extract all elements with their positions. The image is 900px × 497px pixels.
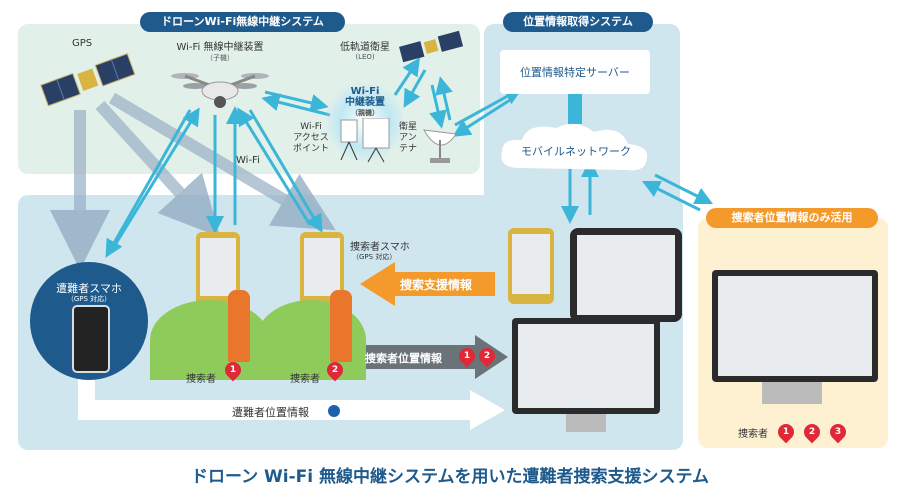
center-tablet-screen xyxy=(577,235,675,315)
relay-parent-label: Wi-Fi 中継装置 （親機） xyxy=(335,86,395,119)
access-point-device-icon xyxy=(340,118,390,163)
hill-left xyxy=(150,300,270,380)
searcher-phone-2-screen xyxy=(304,238,340,296)
searcher-only-title: 捜索者位置情報のみ活用 xyxy=(706,208,878,228)
diagram-caption: ドローン Wi-Fi 無線中継システムを用いた遭難者捜索支援システム xyxy=(190,467,710,487)
center-phone-screen xyxy=(512,234,550,294)
searcher-phone-sub: （GPS 対応） xyxy=(352,253,397,261)
searcher-only-legend-label: 捜索者 xyxy=(738,428,768,440)
searcher-phone-title: 捜索者スマホ xyxy=(350,242,410,253)
searcher-label-2: 捜索者 xyxy=(290,374,320,385)
searcher-pin-2: 2 xyxy=(323,358,347,382)
location-system-title: 位置情報取得システム xyxy=(503,12,653,32)
leo-sub: (LEO) xyxy=(355,53,375,61)
drone-system-title: ドローンWi-Fi無線中継システム xyxy=(140,12,345,32)
legend-pin-2: 2 xyxy=(800,420,824,444)
gps-label: GPS xyxy=(72,38,93,49)
access-point-line3: ポイント xyxy=(292,144,329,154)
location-server-label: 位置情報特定サーバー xyxy=(520,66,630,79)
searcher-figure-1 xyxy=(228,290,250,362)
access-point-label: Wi-Fi アクセス ポイント xyxy=(286,122,336,155)
wifi-label: Wi-Fi xyxy=(236,155,260,166)
searcher-figure-2 xyxy=(330,290,352,362)
leo-label: 低軌道衛星 (LEO) xyxy=(330,38,400,61)
relay-parent-sub: （親機） xyxy=(351,109,379,117)
center-phone xyxy=(508,228,554,304)
mobile-network-label: モバイルネットワーク xyxy=(521,145,631,158)
drone-icon xyxy=(171,73,269,108)
victim-phone-device xyxy=(72,305,110,373)
leo-satellite-icon xyxy=(399,30,464,63)
location-server-box: 位置情報特定サーバー xyxy=(500,50,650,94)
sat-antenna-line3: テナ xyxy=(398,144,417,154)
victim-phone-title: 遭難者スマホ xyxy=(56,282,122,295)
searcher-phone-2 xyxy=(300,232,344,306)
searcher-label-1: 捜索者 xyxy=(186,374,216,385)
searcher-location-label: 捜索者位置情報 xyxy=(365,352,442,365)
relay-child-label: Wi-Fi 無線中継装置 （子機） xyxy=(170,38,270,63)
searcher-only-monitor-stand xyxy=(762,382,822,404)
victim-location-dot xyxy=(328,405,340,417)
searcher-only-monitor-screen xyxy=(718,276,872,376)
searcher-only-monitor xyxy=(712,270,878,382)
searcher-phone-1-screen xyxy=(200,238,236,296)
cloud-icon xyxy=(501,123,648,171)
access-point-line2: アクセス xyxy=(293,133,329,143)
satellite-dish-icon xyxy=(423,129,457,163)
sat-antenna-line2: アン xyxy=(399,133,417,143)
center-monitor xyxy=(512,318,660,414)
center-monitor-screen xyxy=(518,324,654,408)
relay-child-name: Wi-Fi 無線中継装置 xyxy=(176,42,264,53)
legend-pin-3: 3 xyxy=(826,420,850,444)
server-network-connector xyxy=(568,94,582,124)
leo-name: 低軌道衛星 xyxy=(340,42,390,53)
victim-phone-sub: （GPS 対応） xyxy=(66,295,112,303)
access-point-line1: Wi-Fi xyxy=(300,122,322,132)
center-tablet xyxy=(570,228,682,322)
relay-parent-line2: 中継装置 xyxy=(345,97,385,108)
relay-parent-line1: Wi-Fi xyxy=(350,86,380,97)
search-support-label: 捜索支援情報 xyxy=(400,278,473,292)
gps-satellite-icon xyxy=(40,53,136,107)
victim-location-label: 遭難者位置情報 xyxy=(232,406,309,419)
center-monitor-stand xyxy=(566,414,606,432)
sat-antenna-label: 衛星 アン テナ xyxy=(394,122,422,155)
relay-child-sub: （子機） xyxy=(206,54,234,62)
sat-antenna-line1: 衛星 xyxy=(398,122,417,132)
searcher-pin-1: 1 xyxy=(221,358,245,382)
searcher-only-legend: 捜索者 1 2 3 xyxy=(738,420,850,444)
legend-pin-1: 1 xyxy=(774,420,798,444)
